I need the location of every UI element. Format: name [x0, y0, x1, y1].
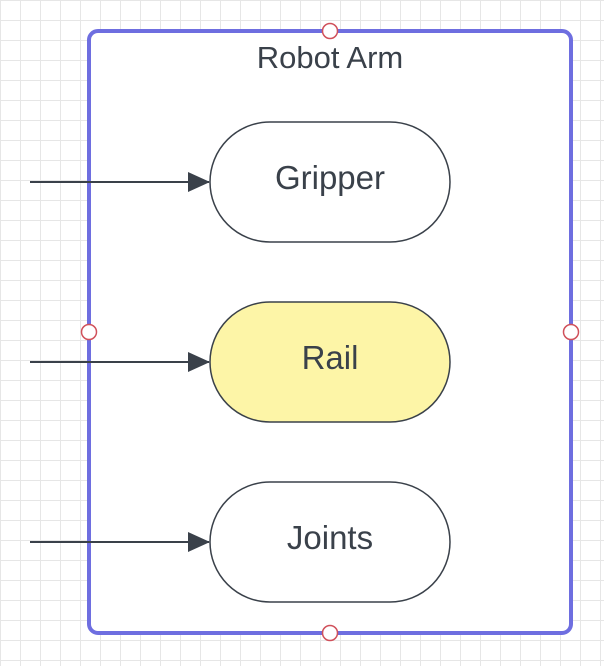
container-title: Robot Arm — [257, 40, 403, 75]
node-rail[interactable]: Rail — [209, 301, 451, 423]
node-label: Rail — [302, 339, 359, 376]
resize-handle-bottom[interactable] — [321, 624, 339, 642]
node-label: Joints — [287, 519, 373, 556]
resize-handle-left[interactable] — [80, 323, 98, 341]
resize-handle-right[interactable] — [562, 323, 580, 341]
node-joints[interactable]: Joints — [209, 481, 451, 603]
node-gripper[interactable]: Gripper — [209, 121, 451, 243]
node-label: Gripper — [275, 159, 385, 196]
resize-handle-top[interactable] — [321, 22, 339, 40]
